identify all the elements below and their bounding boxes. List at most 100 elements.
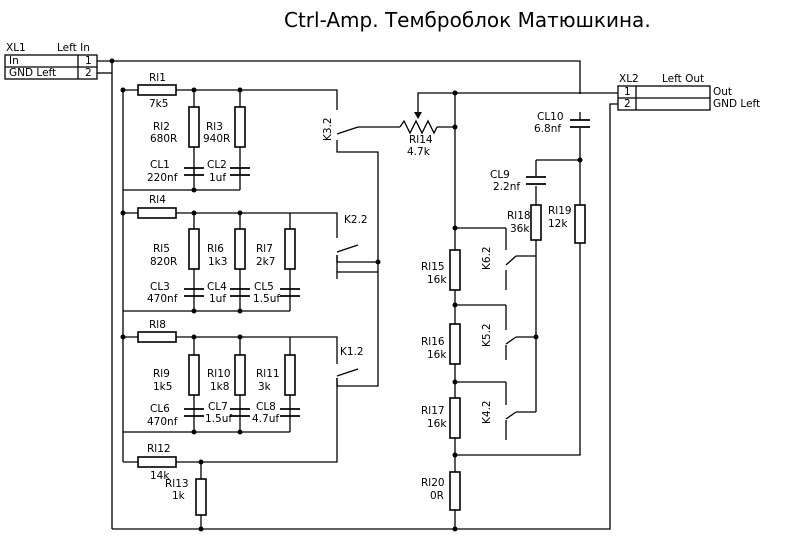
resistor-rl3: Rl3 940R [203,106,246,148]
resistor-rl1: Rl1 7k5 [137,72,177,110]
svg-text:2k7: 2k7 [256,256,275,268]
svg-text:7k5: 7k5 [149,98,168,110]
svg-text:CL3: CL3 [150,281,170,293]
svg-text:1k5: 1k5 [153,381,172,393]
switch-k2: K2.2 [336,214,368,272]
svg-text:220nf: 220nf [147,172,178,184]
svg-text:Rl18: Rl18 [507,210,531,222]
xl1-pin1-label: In [9,55,19,67]
svg-text:0R: 0R [430,490,444,502]
svg-text:12k: 12k [548,218,568,230]
svg-text:1k: 1k [172,490,186,502]
resistor-rl18: Rl18 36k [507,204,542,241]
svg-text:Rl1: Rl1 [149,72,166,84]
switch-k5: K5.2 [481,317,517,355]
resistor-rl16: Rl16 16k [421,323,461,365]
resistor-rl20: Rl20 0R [421,471,461,511]
resistor-rl17: Rl17 16k [421,397,461,439]
svg-text:Rl7: Rl7 [256,243,273,255]
svg-text:Rl19: Rl19 [548,205,572,217]
svg-text:Rl5: Rl5 [153,243,170,255]
resistor-rl9: Rl9 1k5 [153,354,200,396]
svg-text:4.7uf: 4.7uf [252,413,279,425]
xl2-pin1-num: 1 [624,86,631,98]
svg-text:CL7: CL7 [208,401,228,413]
capacitor-cl5: CL5 1.5uf [253,281,300,305]
svg-text:820R: 820R [150,256,177,268]
capacitor-cl7: CL7 1.5uf [205,401,250,425]
capacitor-cl6: CL6 470nf [147,403,204,428]
svg-text:2.2nf: 2.2nf [493,181,520,193]
svg-text:470nf: 470nf [147,293,178,305]
xl2-ref: XL2 [619,73,639,85]
svg-text:K2.2: K2.2 [344,214,368,226]
svg-text:Rl16: Rl16 [421,336,445,348]
svg-text:16k: 16k [427,349,447,361]
svg-text:1.5uf: 1.5uf [205,413,232,425]
svg-text:36k: 36k [510,223,530,235]
svg-text:CL10: CL10 [537,111,564,123]
xl1-name: Left In [57,42,90,54]
xl2-pin2-num: 2 [624,98,631,110]
svg-text:16k: 16k [427,274,447,286]
connector-xl1: XL1 Left In In GND Left 1 2 [4,42,98,80]
svg-text:CL8: CL8 [256,401,276,413]
resistor-rl12: Rl12 14k [137,443,177,482]
svg-text:680R: 680R [150,133,177,145]
resistor-rl11: Rl11 3k [256,354,296,396]
xl1-pin2-num: 2 [85,67,92,79]
svg-text:1.5uf: 1.5uf [253,293,280,305]
xl2-pin2-label: GND Left [713,98,760,110]
capacitor-cl8: CL8 4.7uf [252,401,300,425]
potentiometer-rl14: Rl14 4.7k [399,112,438,158]
svg-text:Rl11: Rl11 [256,368,280,380]
svg-text:Rl10: Rl10 [207,368,231,380]
resistor-rl15: Rl15 16k [421,249,461,291]
svg-text:Rl2: Rl2 [153,121,170,133]
resistor-rl10: Rl10 1k8 [207,354,246,396]
resistor-rl5: Rl5 820R [150,228,200,270]
switch-k4: K4.2 [481,394,517,432]
svg-text:4.7k: 4.7k [407,146,431,158]
svg-text:K5.2: K5.2 [481,323,493,347]
switch-k1: K1.2 [336,346,364,386]
svg-text:3k: 3k [258,381,272,393]
resistor-rl2: Rl2 680R [150,106,200,148]
svg-text:CL6: CL6 [150,403,170,415]
capacitor-cl10: CL10 6.8nf [534,111,590,135]
svg-text:Rl8: Rl8 [149,319,166,331]
svg-text:Rl14: Rl14 [409,134,433,146]
resistor-rl4: Rl4 [137,194,177,219]
svg-text:Rl6: Rl6 [207,243,224,255]
svg-text:Rl15: Rl15 [421,261,445,273]
xl1-pin1-num: 1 [85,55,92,67]
svg-text:CL1: CL1 [150,159,170,171]
xl1-pin2-label: GND Left [9,67,56,79]
resistor-rl19: Rl19 12k [548,204,586,244]
svg-text:K1.2: K1.2 [340,346,364,358]
xl2-name: Left Out [662,73,704,85]
svg-text:Rl9: Rl9 [153,368,170,380]
resistor-rl7: Rl7 2k7 [256,228,296,270]
resistor-rl13: Rl13 1k [165,478,207,516]
svg-text:Rl12: Rl12 [147,443,171,455]
svg-text:CL2: CL2 [207,159,227,171]
capacitor-cl3: CL3 470nf [147,281,204,305]
svg-text:1k8: 1k8 [210,381,229,393]
svg-text:470nf: 470nf [147,416,178,428]
junction-dots [109,58,583,532]
svg-text:Rl4: Rl4 [149,194,166,206]
svg-text:Rl13: Rl13 [165,478,189,490]
svg-text:14k: 14k [150,470,170,482]
switch-k3: K3.2 [322,104,359,146]
connector-xl2: XL2 Left Out Out GND Left 1 2 [617,73,760,111]
svg-text:940R: 940R [203,133,230,145]
svg-text:Rl3: Rl3 [206,121,223,133]
svg-text:1uf: 1uf [209,293,226,305]
xl1-ref: XL1 [6,42,26,54]
svg-text:Rl17: Rl17 [421,405,445,417]
svg-text:Rl20: Rl20 [421,477,445,489]
capacitor-cl1: CL1 220nf [147,159,204,184]
svg-text:CL9: CL9 [490,169,510,181]
svg-text:K3.2: K3.2 [322,117,334,141]
